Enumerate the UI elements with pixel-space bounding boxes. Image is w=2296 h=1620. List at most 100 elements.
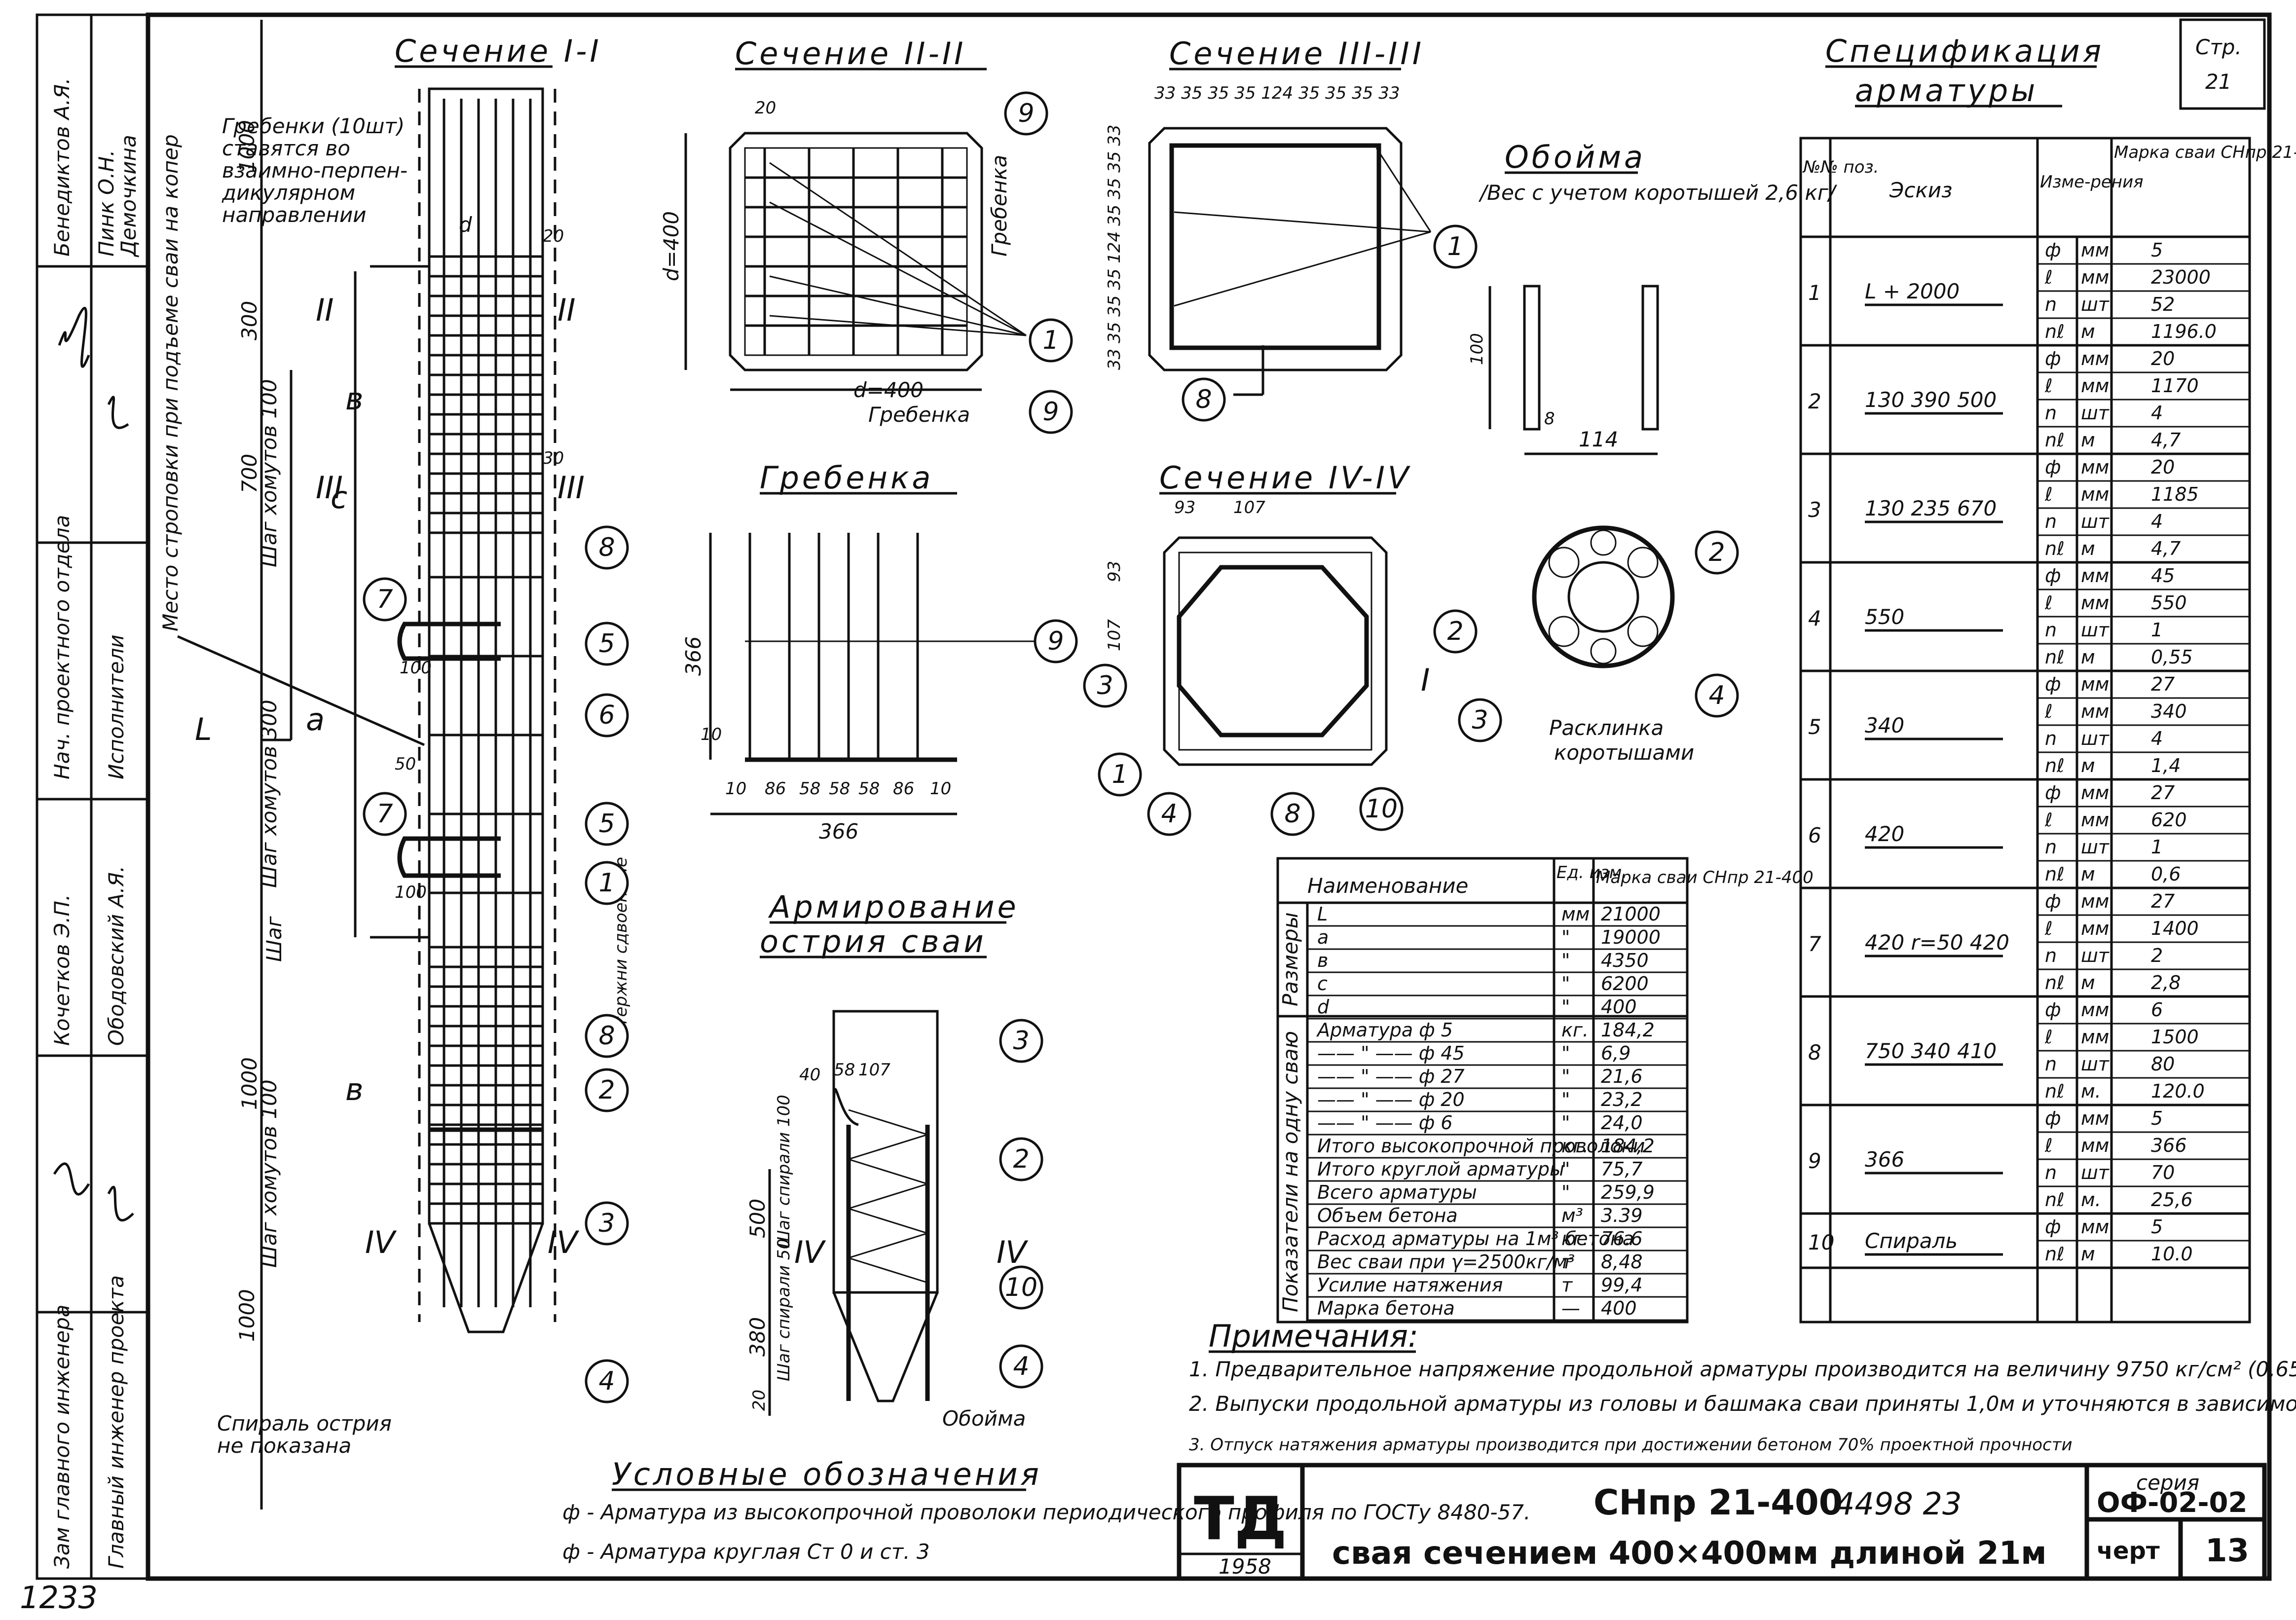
spec-cell-unit: м: [2081, 972, 2095, 994]
left-stamp: Бенедиктов А.Я. Пинк О.Н. Демочкина Нач.…: [36, 13, 149, 1580]
spec-cell-symbol: nℓ: [2045, 538, 2065, 559]
comb-dim-7: 10: [930, 779, 951, 799]
spec-cell-symbol: ф: [2045, 890, 2061, 912]
signature-3: [53, 1162, 90, 1196]
dt-row-unit: —: [1561, 1297, 1580, 1319]
dimensions-table: Наименование Ед. изм. Марка сваи СНпр 21…: [1276, 857, 1814, 1324]
dt-row-value: 76.6: [1601, 1228, 1643, 1250]
spec-cell-symbol: ℓ: [2044, 1026, 2053, 1048]
spec-cell-value: 70: [2151, 1162, 2175, 1183]
notes-block: Примечания: 1. Предварительное напряжени…: [1189, 1318, 2296, 1455]
spec-cell-value: 10.0: [2151, 1243, 2193, 1265]
dt-row-unit: ": [1561, 1112, 1570, 1134]
spec-row-sketch: 130 235 670: [1865, 496, 1997, 520]
tip-dim-c: 107: [858, 1060, 890, 1080]
dt-row-name: L: [1317, 903, 1328, 925]
signature-1: [58, 306, 90, 368]
tip-spiral-step: Шаг спирали 100: [774, 1095, 794, 1248]
tip-detail: Армирование острия сваи 500 380 Шаг спир…: [745, 889, 1029, 1431]
spec-cell-unit: м.: [2081, 1189, 2101, 1211]
bubble-2d: 2: [1013, 1144, 1029, 1174]
spec-cell-unit: мм: [2081, 809, 2109, 831]
spec-cell-symbol: ℓ: [2044, 700, 2053, 722]
comb-note-4: дикулярном: [222, 181, 355, 205]
section-4-spiral: [1177, 565, 1369, 737]
dt-row-name: Арматура ф 5: [1316, 1019, 1453, 1041]
dt-row-name: Итого высокопрочной проволоки: [1317, 1135, 1645, 1157]
spec-cell-unit: м.: [2081, 1080, 2101, 1102]
s2-dim-20: 20: [755, 98, 776, 118]
dt-row-unit: мм: [1561, 903, 1590, 925]
spec-row-sketch: 366: [1865, 1147, 1904, 1172]
spec-table: Спецификация арматуры Стр. 21 №№ поз. Эс…: [1799, 18, 2296, 1324]
bubble-5a: 5: [598, 629, 615, 659]
spec-cell-unit: шт: [2081, 402, 2110, 424]
spec-row-pos: 3: [1808, 498, 1821, 522]
dim-a: a: [306, 701, 325, 737]
bubble-2a: 2: [1447, 617, 1463, 646]
sheet-label: черт: [2097, 1537, 2160, 1565]
dt-group-1: Размеры: [1278, 912, 1302, 1006]
spec-cell-symbol: nℓ: [2045, 972, 2065, 994]
spec-cell-symbol: ф: [2045, 239, 2061, 261]
title-block: ТД 1958 СНпр 21-400 4498 23 свая сечение…: [1177, 1463, 2267, 1581]
spec-cell-value: 6: [2151, 999, 2163, 1021]
spec-cell-value: 1196.0: [2151, 321, 2217, 342]
dt-row-name: —— " —— ф 20: [1317, 1089, 1465, 1110]
wedge-label-2: коротышами: [1554, 740, 1694, 765]
stamp-r4b: Главный инженер проекта: [104, 1275, 128, 1569]
dt-row-name: Марка бетона: [1317, 1297, 1455, 1319]
dt-row-value: 75,7: [1601, 1158, 1643, 1180]
spec-row-sketch: 420 r=50 420: [1865, 930, 2009, 955]
section-4-4: Сечение IV-IV 93 107 93 107 I: [1105, 460, 1430, 766]
dt-row-unit: ": [1561, 1042, 1570, 1064]
tip-title-2: острия сваи: [760, 923, 987, 959]
section-4-title: Сечение IV-IV: [1159, 460, 1411, 496]
spec-cell-value: 1185: [2151, 483, 2199, 505]
marker-II-left: II: [316, 292, 334, 328]
dt-header-unit: Ед. изм.: [1556, 863, 1627, 883]
s2-dim-horizontal: d=400: [853, 378, 924, 402]
stamp-r1a: Пинк О.Н.: [94, 150, 118, 257]
spec-row-pos: 7: [1808, 932, 1821, 956]
comb-dim-2: 86: [765, 779, 786, 799]
comb-dim-4: 58: [829, 779, 850, 799]
tip-dim-20: 20: [749, 1390, 769, 1411]
spec-cell-value: 1400: [2151, 918, 2199, 939]
dt-row-unit: ": [1561, 1181, 1570, 1203]
spec-cell-value: 1170: [2151, 375, 2199, 397]
spiral-note-1: Спираль острия: [217, 1411, 392, 1436]
dt-row-unit: ": [1561, 1089, 1570, 1110]
dt-row-value: 400: [1601, 996, 1637, 1018]
bubble-10b: 10: [1005, 1273, 1037, 1302]
tip-marker-IV-left: IV: [794, 1234, 826, 1270]
spec-cell-symbol: ℓ: [2044, 266, 2053, 288]
dt-row-value: 8,48: [1601, 1251, 1643, 1273]
spec-cell-unit: шт.: [2081, 1162, 2115, 1183]
spec-cell-value: 1: [2151, 619, 2163, 641]
spec-cell-symbol: nℓ: [2045, 321, 2065, 342]
tip-dim-a: 40: [799, 1065, 820, 1085]
signature-2: [107, 396, 129, 429]
bubble-9c: 9: [1047, 626, 1064, 656]
spec-cell-value: 4,7: [2151, 429, 2181, 451]
legend-block: Условные обозначения ф - Арматура из выс…: [562, 1456, 1530, 1564]
spec-cell-value: 27: [2151, 782, 2175, 804]
signature-4: [107, 1185, 134, 1222]
spec-cell-symbol: ℓ: [2044, 918, 2053, 939]
tip-title-1: Армирование: [768, 889, 1019, 925]
bubble-4a: 4: [1161, 799, 1177, 829]
spec-cell-unit: мм: [2081, 456, 2109, 478]
spec-cell-symbol: ф: [2045, 456, 2061, 478]
spec-cell-symbol: n: [2045, 1162, 2057, 1183]
spec-row-pos: 5: [1808, 715, 1821, 739]
spec-cell-value: 120.0: [2151, 1080, 2205, 1102]
note-3: 3. Отпуск натяжения арматуры производитс…: [1189, 1435, 2073, 1455]
bubble-8a: 8: [1195, 385, 1212, 414]
bubble-8b: 8: [1284, 799, 1300, 829]
section-3-title: Сечение III-III: [1169, 36, 1424, 72]
bubble-10a: 10: [1365, 794, 1398, 824]
spec-cell-value: 27: [2151, 890, 2175, 912]
dt-row-value: 184,2: [1601, 1019, 1655, 1041]
spec-cell-unit: мм: [2081, 782, 2109, 804]
